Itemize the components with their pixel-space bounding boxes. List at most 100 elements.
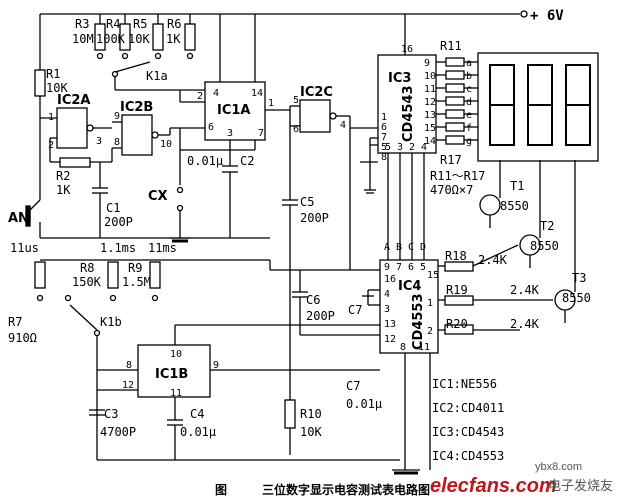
pin-label: 14 <box>251 88 263 99</box>
r10-value: 10K <box>300 425 322 439</box>
caption-fig: 图 <box>215 483 227 497</box>
pin-label: 10 <box>170 349 182 360</box>
c6-value: 200P <box>306 309 335 323</box>
pin-label: D <box>420 242 426 253</box>
watermark-code: ybx8.com <box>535 461 582 473</box>
pin-label: 3 <box>397 142 403 153</box>
k1b-label: K1b <box>100 315 122 329</box>
segment-letter: f <box>466 123 472 134</box>
r8-value: 150K <box>72 275 102 289</box>
pin-label: 7 <box>258 128 264 139</box>
r4-label: R4 <box>106 17 120 31</box>
pin-label: 4 <box>213 88 219 99</box>
r10-label: R10 <box>300 407 322 421</box>
r6-label: R6 <box>167 17 181 31</box>
t2-value: 8550 <box>530 239 559 253</box>
pin-label: 6 <box>408 262 414 273</box>
pin-label: 1 <box>427 298 433 309</box>
pin-label: 1 <box>381 112 387 123</box>
pin-label: 6 <box>208 122 214 133</box>
pin-label: 10 <box>160 139 172 150</box>
pin-label: 9 <box>424 58 430 69</box>
pin-label: 8 <box>381 152 387 163</box>
ic2b-label: IC2B <box>120 100 153 115</box>
pin-label: 7 <box>396 262 402 273</box>
pin-label: 8 <box>114 137 120 148</box>
r18-value: 2.4K <box>478 253 508 267</box>
r7-label: R7 <box>8 315 22 329</box>
r3-value: 10M <box>72 32 94 46</box>
segment-resistor <box>445 122 465 132</box>
t3-value: 8550 <box>562 291 591 305</box>
legend-ic3: IC3:CD4543 <box>432 425 504 439</box>
pin-label: 6 <box>293 124 299 135</box>
c6-label: C6 <box>306 293 320 307</box>
pin-label: 2 <box>409 142 415 153</box>
cx-label: CX <box>148 189 168 204</box>
chip-legend: IC1:NE556 IC2:CD4011 IC3:CD4543 IC4:CD45… <box>432 377 504 463</box>
pin-label: C <box>408 242 414 253</box>
r5-value: 10K <box>128 32 150 46</box>
t2-label: T2 <box>540 219 554 233</box>
pin-label: A <box>384 242 390 253</box>
pin-label: 5 <box>381 142 387 153</box>
t1-value: 8550 <box>500 199 529 213</box>
r1-value: 10K <box>46 81 68 95</box>
pin-label: 4 <box>421 142 427 153</box>
pin-label: 1 <box>48 112 54 123</box>
pin-label: 5 <box>293 95 299 106</box>
pin-label: 9 <box>384 262 390 273</box>
pin-label: 3 <box>384 304 390 315</box>
segment-resistor <box>445 57 465 67</box>
segment-letter: a <box>466 58 472 69</box>
c2-value: 0.01μ <box>187 154 223 168</box>
pin-label: 14 <box>424 136 436 147</box>
pin-label: 8 <box>126 360 132 371</box>
r9-value: 1.5M <box>122 275 151 289</box>
r5-label: R5 <box>133 17 147 31</box>
pin-label: 12 <box>122 380 134 391</box>
segment-resistor <box>445 83 465 93</box>
t3-label: T3 <box>572 271 586 285</box>
legend-ic1: IC1:NE556 <box>432 377 497 391</box>
segment-resistor <box>445 96 465 106</box>
supply-label: + 6V <box>530 8 564 24</box>
an-label: AN <box>8 211 29 226</box>
r11-17-label: R11～R17 <box>430 169 485 183</box>
pin-label: 5 <box>385 142 391 153</box>
pin-label: 4 <box>340 120 346 131</box>
c7-value: 0.01μ <box>346 397 382 411</box>
segment-resistor <box>445 109 465 119</box>
legend-ic2: IC2:CD4011 <box>432 401 504 415</box>
t1-label: T1 <box>510 179 524 193</box>
pin-label: 4 <box>384 289 390 300</box>
c4-label: C4 <box>190 407 204 421</box>
pin-label: 2 <box>427 326 433 337</box>
r17-label: R17 <box>440 153 462 167</box>
pin-label: 5 <box>420 262 426 273</box>
r3-label: R3 <box>75 17 89 31</box>
pin-label: 11 <box>418 342 430 353</box>
segment-letter: b <box>466 71 472 82</box>
r1-label: R1 <box>46 67 60 81</box>
time-11ms: 11ms <box>148 241 177 255</box>
r11-17-value: 470Ω×7 <box>430 183 473 197</box>
pin-label: 11 <box>170 388 182 399</box>
seven-segment-display <box>489 64 591 146</box>
r7-value: 910Ω <box>8 331 37 345</box>
pin-label: 9 <box>114 111 120 122</box>
pin-label: 6 <box>381 122 387 133</box>
pin-label: 12 <box>424 97 436 108</box>
legend-ic4: IC4:CD4553 <box>432 449 504 463</box>
k1a-label: K1a <box>146 69 168 83</box>
r9-label: R9 <box>128 261 142 275</box>
pin-label: 11 <box>424 84 436 95</box>
pin-label: 13 <box>424 110 436 121</box>
pin-label: 2 <box>197 91 203 102</box>
ic1a-label: IC1A <box>217 103 250 118</box>
c7-small-label: C7 <box>348 303 362 317</box>
c1-value: 200P <box>104 215 133 229</box>
c3-value: 4700P <box>100 425 136 439</box>
segment-letter: d <box>466 97 472 108</box>
